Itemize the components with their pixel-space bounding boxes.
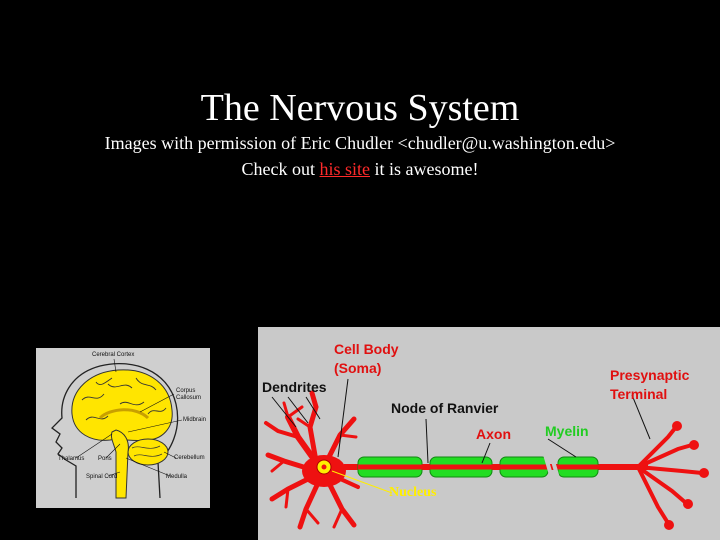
credit-line: Images with permission of Eric Chudler <… xyxy=(104,133,616,153)
neuron-illustration xyxy=(264,378,709,530)
his-site-link[interactable]: his site xyxy=(319,159,371,179)
terminal-branches xyxy=(596,425,704,525)
label-callosum: Callosum xyxy=(176,395,202,401)
label-terminal: Terminal xyxy=(610,386,668,402)
axon-break xyxy=(542,450,562,486)
corpus-callosum-shape xyxy=(98,408,150,420)
brain-folds xyxy=(81,377,167,421)
label-pons: Pons xyxy=(98,456,112,462)
dendrites-shape xyxy=(264,390,360,530)
slide-title: The Nervous System xyxy=(200,87,520,129)
neuron-diagram: Cell Body (Soma) Dendrites Node of Ranvi… xyxy=(258,327,720,540)
label-midbrain: Midbrain xyxy=(183,417,207,423)
label-cerebral-cortex: Cerebral Cortex xyxy=(92,352,135,358)
label-cerebellum: Cerebellum xyxy=(174,455,205,461)
cerebrum-shape xyxy=(71,369,173,442)
label-thalamus: Thalamus xyxy=(58,456,85,462)
label-myelin: Myelin xyxy=(545,423,589,439)
label-spinal-cord: Spinal Cord xyxy=(86,474,118,480)
label-node-of-ranvier: Node of Ranvier xyxy=(391,400,499,416)
label-medulla: Medulla xyxy=(166,474,188,480)
brainstem-shape xyxy=(111,429,129,499)
label-axon: Axon xyxy=(476,426,511,442)
leader-lines xyxy=(75,358,183,477)
label-corpus: Corpus xyxy=(176,388,196,394)
head-outline xyxy=(51,362,179,499)
brain-illustration xyxy=(51,358,183,499)
label-cell-body: Cell Body xyxy=(334,341,399,357)
checkout-line: Check out his site it is awesome! xyxy=(0,156,720,182)
label-presynaptic: Presynaptic xyxy=(610,367,690,383)
label-dendrites: Dendrites xyxy=(262,379,327,395)
pointer-lines xyxy=(271,378,651,494)
label-soma: (Soma) xyxy=(334,360,382,376)
title-block: The Nervous System Images with permissio… xyxy=(0,86,720,182)
label-nucleus: Nucleus xyxy=(389,485,437,500)
synaptic-boutons xyxy=(664,421,709,530)
checkout-text-before: Check out xyxy=(241,159,320,179)
checkout-text-after: it is awesome! xyxy=(370,159,479,179)
brain-diagram: Cerebral Cortex Corpus Callosum Midbrain… xyxy=(36,348,210,508)
